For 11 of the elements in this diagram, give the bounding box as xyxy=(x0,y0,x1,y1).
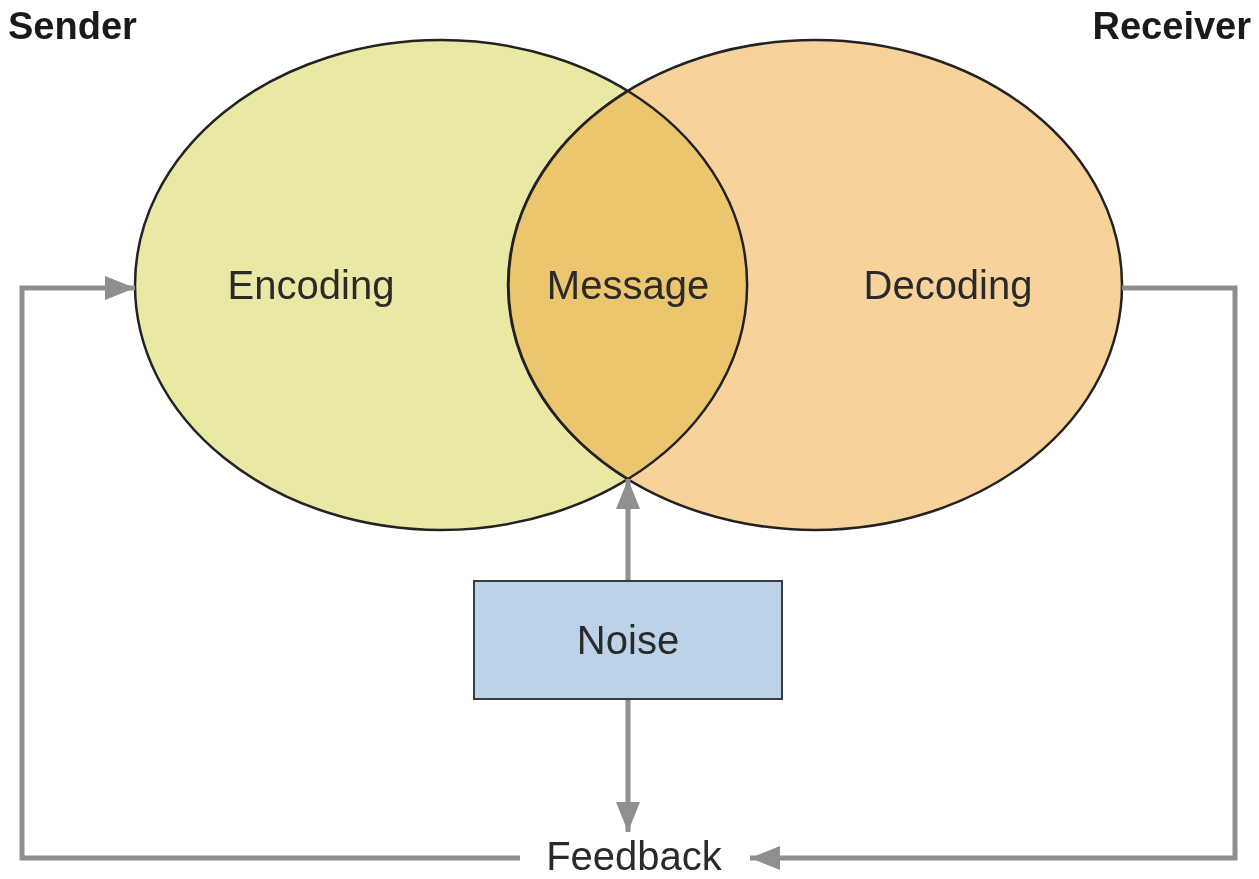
overlap-label: Message xyxy=(546,263,710,307)
feedback-label: Feedback xyxy=(522,834,746,878)
process-box: Noise xyxy=(473,580,783,700)
arrow xyxy=(750,285,1238,870)
circle-label: Decoding xyxy=(863,263,1033,307)
arrow xyxy=(616,479,640,580)
circle-label: Encoding xyxy=(227,263,395,307)
arrow xyxy=(19,276,520,861)
arrow xyxy=(616,700,640,832)
circle-heading: Sender xyxy=(8,6,137,48)
circle-heading: Receiver xyxy=(1092,6,1251,48)
